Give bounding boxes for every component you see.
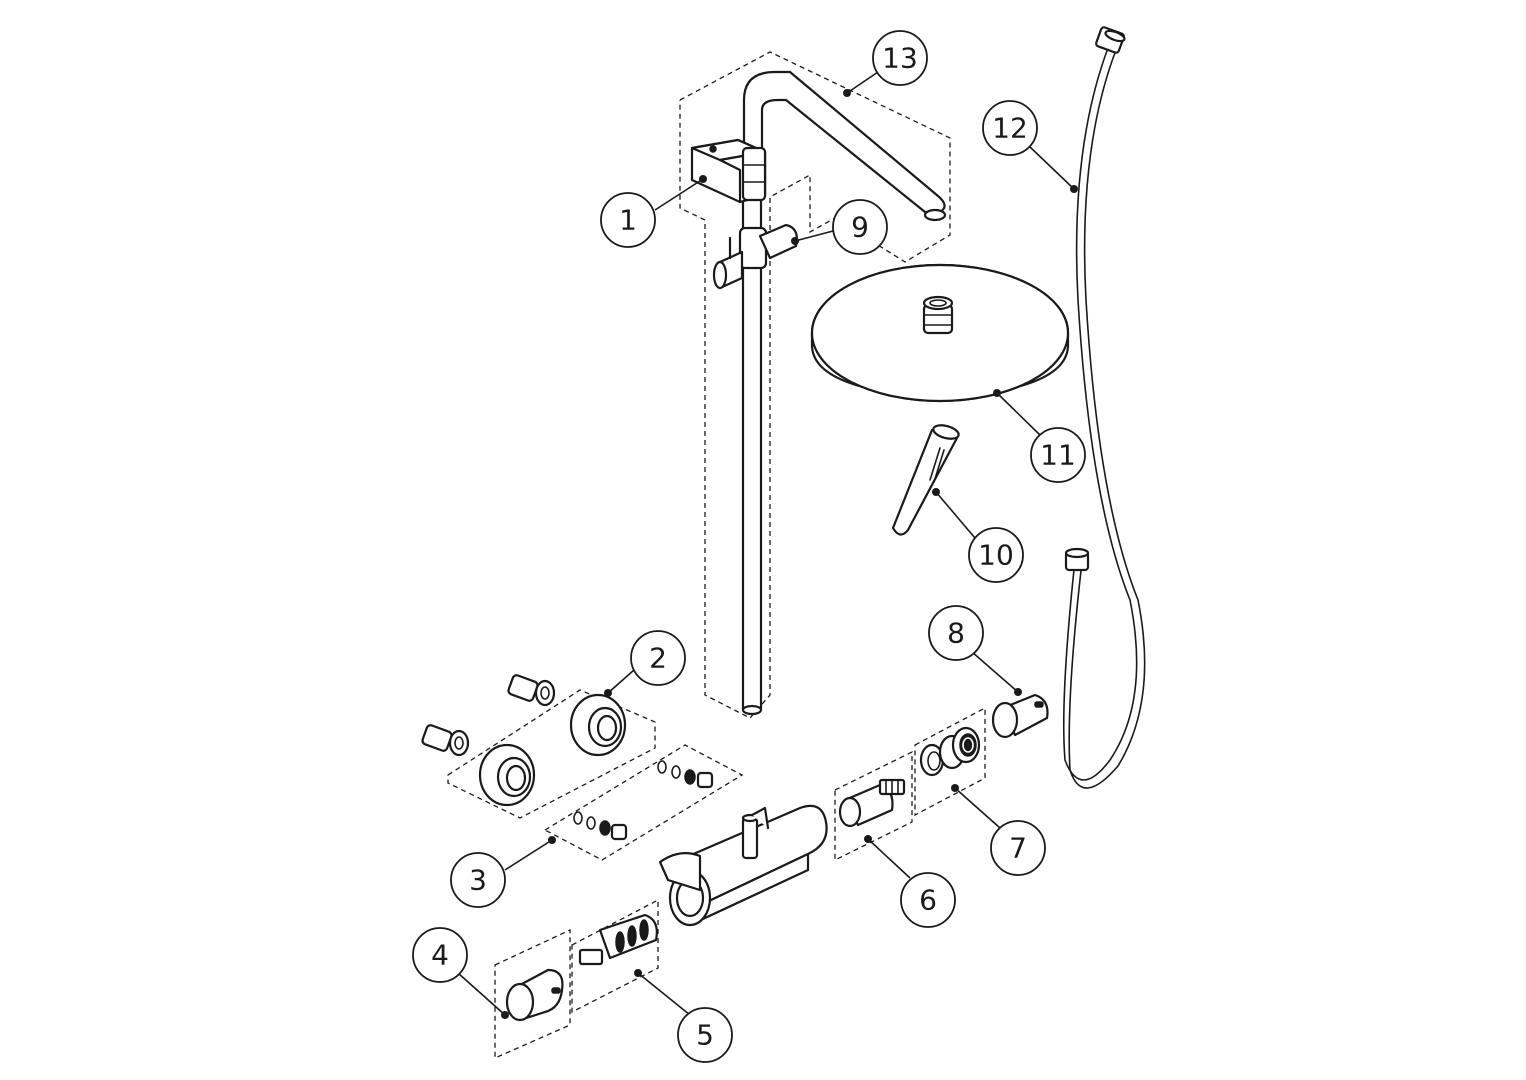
callout-7: 7: [951, 784, 1046, 876]
callout-12-label: 12: [992, 112, 1028, 145]
hand-shower-holder: [712, 223, 798, 290]
callout-3: 3: [450, 836, 556, 908]
callout-9-label: 9: [851, 211, 869, 244]
callout-5-label: 5: [696, 1019, 714, 1052]
callout-3-label: 3: [469, 864, 487, 897]
callout-2: 2: [604, 630, 686, 697]
rain-shower-head: [810, 263, 1070, 403]
callout-13-label: 13: [882, 42, 918, 75]
eccentric-connectors: [421, 674, 627, 807]
callout-10-label: 10: [978, 539, 1014, 572]
callout-9: 9: [791, 199, 888, 255]
flow-cartridge: [838, 778, 906, 828]
wall-bracket: [690, 138, 767, 204]
callout-13: 13: [843, 30, 928, 97]
temperature-knob: [505, 968, 564, 1022]
callout-10: 10: [932, 488, 1024, 583]
mixer-body: [658, 804, 828, 927]
callout-2-label: 2: [649, 642, 667, 675]
callout-7-label: 7: [1009, 832, 1027, 865]
flow-handle: [991, 693, 1049, 739]
diverter-rings: [919, 726, 981, 777]
callout-8: 8: [928, 605, 1022, 696]
callout-6: 6: [864, 835, 956, 928]
riser-rail: [741, 70, 947, 716]
group-outlines: [447, 51, 986, 1059]
callout-11-label: 11: [1040, 439, 1076, 472]
callout-4-label: 4: [431, 939, 449, 972]
callout-6-label: 6: [919, 884, 937, 917]
callout-8-label: 8: [947, 617, 965, 650]
callout-1-label: 1: [619, 204, 637, 237]
thermostatic-cartridge: [578, 913, 658, 966]
callout-4: 4: [412, 927, 509, 1019]
filter-valves: [573, 760, 714, 841]
shower-hose: [1062, 26, 1146, 789]
hand-shower: [891, 424, 960, 536]
callout-1: 1: [600, 175, 707, 248]
callout-11: 11: [993, 389, 1086, 483]
callout-5: 5: [634, 969, 733, 1063]
callout-12: 12: [982, 100, 1078, 193]
